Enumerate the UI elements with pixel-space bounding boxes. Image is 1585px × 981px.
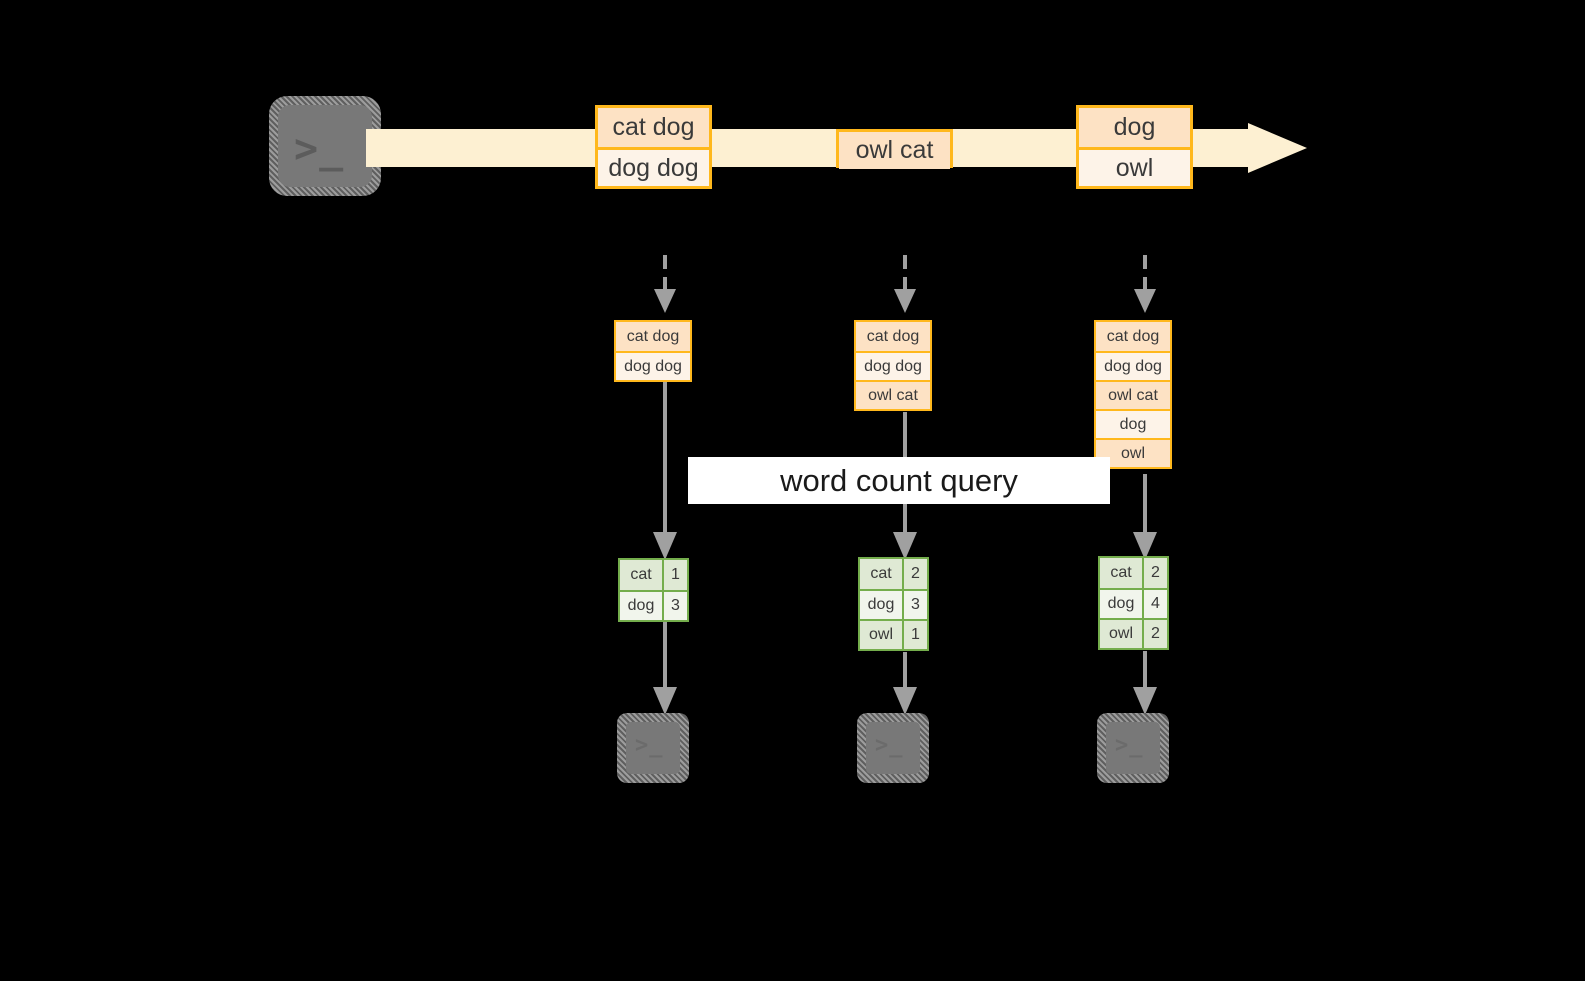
query-banner: word count query xyxy=(688,457,1110,504)
record-line: dog dog xyxy=(856,351,930,380)
record-line: owl cat xyxy=(839,132,950,169)
record-line: cat dog xyxy=(856,322,930,351)
input-stack-column-3: cat dog dog dog owl cat dog owl xyxy=(1094,320,1172,469)
sink-terminal-column-2: >_ xyxy=(857,713,929,783)
cell-word: owl xyxy=(1100,620,1142,648)
solid-arrow-query-column-1 xyxy=(653,382,677,562)
result-table-column-1: cat 1 dog 3 xyxy=(618,558,689,622)
cell-word: owl xyxy=(860,621,902,649)
record-line: cat dog xyxy=(1096,322,1170,351)
cell-count: 3 xyxy=(662,592,687,620)
record-line: cat dog xyxy=(598,108,709,147)
terminal-screen: >_ xyxy=(626,722,680,774)
table-row: dog 4 xyxy=(1100,588,1167,618)
table-row: dog 3 xyxy=(620,590,687,620)
terminal-screen: >_ xyxy=(278,105,372,187)
solid-arrow-sink-column-2 xyxy=(893,652,917,717)
dashed-arrow-column-2 xyxy=(893,255,917,320)
cell-count: 2 xyxy=(1142,620,1167,648)
dashed-arrow-column-1 xyxy=(653,255,677,320)
cell-word: cat xyxy=(620,560,662,590)
terminal-screen: >_ xyxy=(1106,722,1160,774)
table-row: owl 2 xyxy=(1100,618,1167,648)
solid-arrow-sink-column-3 xyxy=(1133,651,1157,717)
dashed-arrow-column-3 xyxy=(1133,255,1157,320)
record-line: owl xyxy=(1096,438,1170,467)
record-line: dog xyxy=(1096,409,1170,438)
table-row: dog 3 xyxy=(860,589,927,619)
sink-terminal-column-1: >_ xyxy=(617,713,689,783)
table-row: cat 1 xyxy=(620,560,687,590)
input-stack-column-2: cat dog dog dog owl cat xyxy=(854,320,932,411)
cell-word: dog xyxy=(860,591,902,619)
timeline-batch-1: cat dog dog dog xyxy=(595,105,712,189)
record-line: owl cat xyxy=(1096,380,1170,409)
terminal-prompt-glyph: >_ xyxy=(635,733,664,758)
record-line: dog dog xyxy=(616,351,690,380)
cell-count: 1 xyxy=(662,560,687,590)
cell-count: 4 xyxy=(1142,590,1167,618)
record-line: owl cat xyxy=(856,380,930,409)
cell-word: cat xyxy=(860,559,902,589)
result-table-column-3: cat 2 dog 4 owl 2 xyxy=(1098,556,1169,650)
cell-word: dog xyxy=(620,592,662,620)
source-terminal-icon: >_ xyxy=(269,96,381,196)
table-row: cat 2 xyxy=(860,559,927,589)
record-line: dog dog xyxy=(1096,351,1170,380)
cell-count: 2 xyxy=(1142,558,1167,588)
record-line: dog dog xyxy=(598,147,709,186)
query-banner-label: word count query xyxy=(780,462,1018,498)
record-line: owl xyxy=(1079,147,1190,186)
result-table-column-2: cat 2 dog 3 owl 1 xyxy=(858,557,929,651)
cell-count: 1 xyxy=(902,621,927,649)
solid-arrow-query-column-3 xyxy=(1133,474,1157,562)
timeline-batch-3: dog owl xyxy=(1076,105,1193,189)
terminal-screen: >_ xyxy=(866,722,920,774)
timeline-batch-2: owl cat xyxy=(836,129,953,169)
table-row: owl 1 xyxy=(860,619,927,649)
record-line: cat dog xyxy=(616,322,690,351)
sink-terminal-column-3: >_ xyxy=(1097,713,1169,783)
cell-count: 2 xyxy=(902,559,927,589)
table-row: cat 2 xyxy=(1100,558,1167,588)
terminal-prompt-glyph: >_ xyxy=(294,126,345,172)
cell-word: dog xyxy=(1100,590,1142,618)
terminal-prompt-glyph: >_ xyxy=(875,733,904,758)
record-line: dog xyxy=(1079,108,1190,147)
input-stack-column-1: cat dog dog dog xyxy=(614,320,692,382)
cell-word: cat xyxy=(1100,558,1142,588)
terminal-prompt-glyph: >_ xyxy=(1115,733,1144,758)
solid-arrow-sink-column-1 xyxy=(653,622,677,717)
cell-count: 3 xyxy=(902,591,927,619)
